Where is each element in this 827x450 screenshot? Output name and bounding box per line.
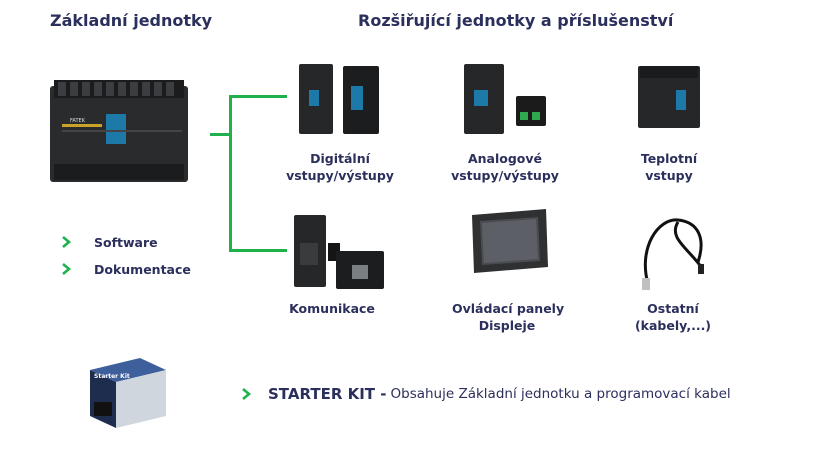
analog-io-label[interactable]: Analogové vstupy/výstupy bbox=[451, 151, 559, 183]
chevron-right-icon bbox=[242, 388, 252, 400]
svg-text:Starter Kit: Starter Kit bbox=[94, 373, 130, 380]
expansion-heading: Rozšiřující jednotky a příslušenství bbox=[358, 11, 674, 30]
starter-kit-description: Obsahuje Základní jednotku a programovac… bbox=[390, 386, 731, 402]
operator-panel-image[interactable] bbox=[468, 207, 552, 277]
communication-modules-image[interactable] bbox=[290, 213, 390, 291]
temperature-input-label[interactable]: Teplotní vstupy bbox=[640, 151, 698, 183]
digital-io-modules-image[interactable] bbox=[295, 62, 383, 138]
base-plc-unit-image[interactable]: FATEK bbox=[48, 78, 190, 186]
starter-kit-box-image[interactable]: Starter Kit bbox=[80, 350, 172, 432]
software-link[interactable]: Software bbox=[60, 234, 158, 250]
chevron-right-icon bbox=[62, 236, 72, 248]
analog-io-modules-image[interactable] bbox=[462, 62, 550, 138]
other-cables-label[interactable]: Ostatní (kabely,...) bbox=[634, 301, 712, 333]
starter-kit-row[interactable]: STARTER KIT - Obsahuje Základní jednotku… bbox=[240, 385, 731, 403]
connector-vertical bbox=[229, 95, 232, 251]
chevron-right-icon bbox=[62, 263, 72, 275]
svg-text:FATEK: FATEK bbox=[70, 118, 86, 124]
operator-panels-label[interactable]: Ovládací panely Displeje bbox=[452, 301, 565, 333]
connector-horizontal-main bbox=[210, 133, 230, 136]
starter-kit-title: STARTER KIT - bbox=[268, 385, 387, 403]
connector-branch-bottom bbox=[229, 249, 287, 252]
temperature-module-image[interactable] bbox=[636, 64, 702, 130]
communication-label[interactable]: Komunikace bbox=[289, 301, 375, 316]
cable-image[interactable] bbox=[628, 208, 716, 292]
documentation-link[interactable]: Dokumentace bbox=[60, 261, 191, 277]
base-units-heading: Základní jednotky bbox=[50, 11, 213, 30]
connector-branch-top bbox=[229, 95, 287, 98]
digital-io-label[interactable]: Digitální vstupy/výstupy bbox=[286, 151, 394, 183]
